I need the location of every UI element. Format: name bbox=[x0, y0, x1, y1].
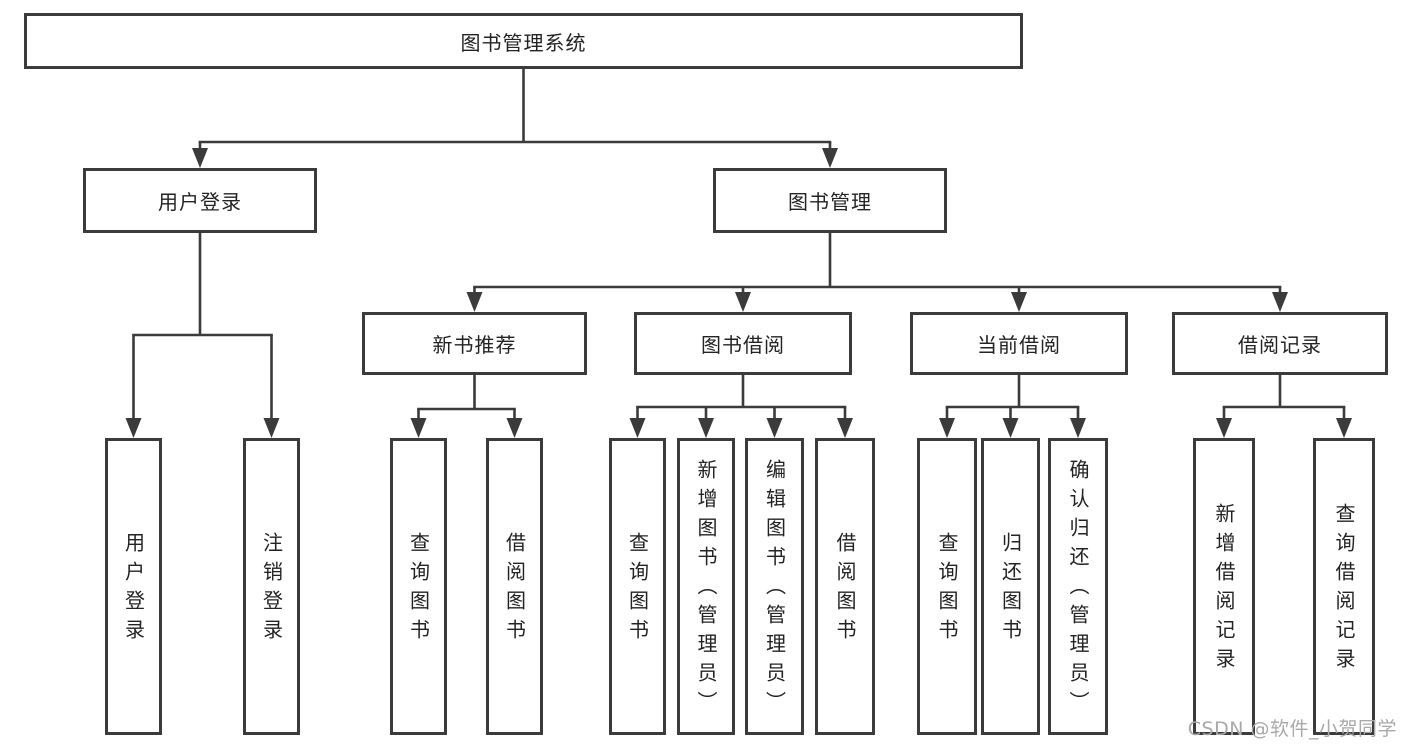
leaf-current-return-book: 归还图书 bbox=[981, 438, 1040, 735]
leaf-newbooks-query-book: 查询图书 bbox=[390, 438, 447, 735]
leaf-records-add-record: 新增借阅记录 bbox=[1193, 438, 1255, 735]
node-new-book-recommend: 新书推荐 bbox=[362, 312, 587, 375]
edge-bookborrow-to-leaves bbox=[629, 375, 853, 438]
leaf-current-confirm-return-admin: 确认归还（管理员） bbox=[1048, 438, 1108, 735]
leaf-borrowing-add-book-admin: 新增图书（管理员） bbox=[677, 438, 735, 735]
node-borrowing-records: 借阅记录 bbox=[1172, 312, 1388, 375]
edge-root-to-level2 bbox=[192, 69, 838, 168]
leaf-borrowing-query-book: 查询图书 bbox=[609, 438, 666, 735]
edge-borrowrecords-to-leaves bbox=[1216, 375, 1352, 438]
leaf-logout: 注销登录 bbox=[243, 438, 300, 735]
csdn-watermark: CSDN @软件_小贺同学 bbox=[1187, 718, 1397, 740]
leaf-borrowing-edit-book-admin: 编辑图书（管理员） bbox=[745, 438, 804, 735]
leaf-borrowing-borrow-book: 借阅图书 bbox=[815, 438, 875, 735]
leaf-records-query-record: 查询借阅记录 bbox=[1313, 438, 1375, 735]
edge-currentborrow-to-leaves bbox=[939, 375, 1086, 438]
node-book-management: 图书管理 bbox=[713, 168, 947, 233]
leaf-user-login: 用户登录 bbox=[105, 438, 162, 735]
node-current-borrowing: 当前借阅 bbox=[910, 312, 1128, 375]
node-user-login: 用户登录 bbox=[83, 168, 317, 233]
node-root: 图书管理系统 bbox=[24, 13, 1023, 69]
edge-bookmgmt-to-level3 bbox=[466, 233, 1288, 312]
edge-userlogin-to-leaves bbox=[125, 233, 280, 438]
leaf-newbooks-borrow-book: 借阅图书 bbox=[486, 438, 543, 735]
edge-newbooks-to-leaves bbox=[410, 375, 523, 438]
node-book-borrowing: 图书借阅 bbox=[634, 312, 852, 375]
leaf-current-query-book: 查询图书 bbox=[917, 438, 977, 735]
